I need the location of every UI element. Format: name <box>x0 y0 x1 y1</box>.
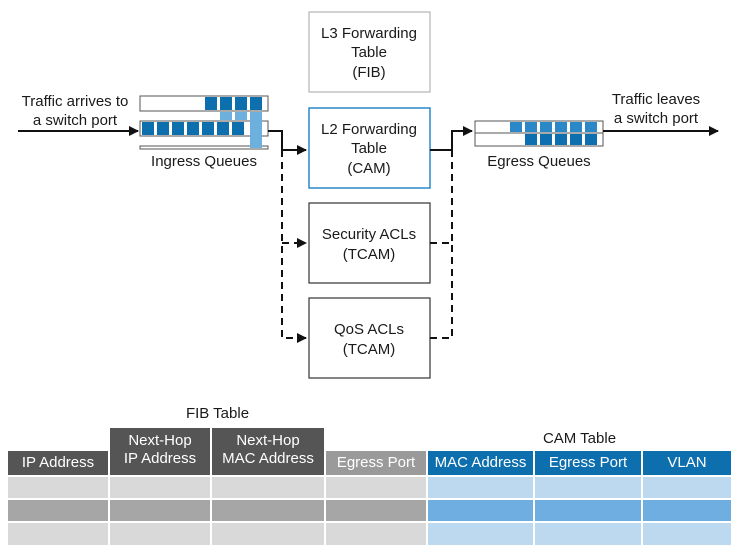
cam-header-egress-port: Egress Port <box>535 451 641 475</box>
table-cell <box>535 523 641 545</box>
egress-queues-label: Egress Queues <box>487 153 590 170</box>
fib-header-nexthop-ip-line2: IP Address <box>123 450 197 467</box>
security-to-egress-dashed <box>430 150 453 244</box>
ingress-to-l2-arrow <box>268 130 307 155</box>
traffic-out-label-2: a switch port <box>614 110 699 127</box>
l3-box-line3: (FIB) <box>352 64 385 81</box>
table-cell <box>110 500 210 521</box>
switch-forwarding-diagram: Traffic arrives to a switch port Ingress… <box>18 11 719 379</box>
cam-header-mac-address: MAC Address <box>428 451 533 475</box>
fib-header-ip-address-text: IP Address <box>21 454 95 471</box>
fib-header-nexthop-mac-line2: MAC Address <box>222 450 314 467</box>
l2-box-line2: Table <box>351 140 387 157</box>
table-cell <box>8 523 108 545</box>
cam-header-mac-address-text: MAC Address <box>434 454 527 471</box>
cam-header-vlan-text: VLAN <box>667 454 707 471</box>
table-cell <box>643 500 731 521</box>
traffic-in-label-2: a switch port <box>33 112 118 129</box>
table-cell <box>643 523 731 545</box>
qos-acl-box <box>308 297 431 379</box>
traffic-in-label-1: Traffic arrives to <box>22 93 129 110</box>
ingress-queues-label: Ingress Queues <box>151 153 257 170</box>
table-cell <box>326 477 426 498</box>
table-cell <box>535 477 641 498</box>
table-cell <box>212 500 324 521</box>
ingress-queues <box>139 95 269 150</box>
fib-header-nexthop-ip: Next-Hop IP Address <box>110 428 210 475</box>
table-cell <box>326 500 426 521</box>
security-box-line1: Security ACLs <box>322 226 416 243</box>
l3-box-line1: L3 Forwarding <box>321 25 417 42</box>
qos-box-line1: QoS ACLs <box>334 321 404 338</box>
fib-header-nexthop-mac: Next-Hop MAC Address <box>212 428 324 475</box>
table-cell <box>428 500 533 521</box>
l2-box-line1: L2 Forwarding <box>321 121 417 138</box>
table-cell <box>428 523 533 545</box>
table-cell <box>110 477 210 498</box>
l3-forwarding-box <box>308 11 431 93</box>
table-cell <box>212 477 324 498</box>
security-acl-box <box>308 202 431 284</box>
fib-table-title: FIB Table <box>185 405 250 422</box>
table-cell <box>535 500 641 521</box>
table-cell <box>8 500 108 521</box>
security-box-line2: (TCAM) <box>343 246 396 263</box>
l2-forwarding-box <box>308 107 431 189</box>
fib-header-egress-port-text: Egress Port <box>336 454 416 471</box>
cam-header-vlan: VLAN <box>643 451 731 475</box>
qos-to-egress-dashed <box>430 243 453 339</box>
table-cell <box>110 523 210 545</box>
fib-header-nexthop-ip-line1: Next-Hop <box>128 432 192 449</box>
cam-table-title: CAM Table <box>542 430 617 447</box>
l3-box-line2: Table <box>351 44 387 61</box>
table-cell <box>212 523 324 545</box>
fib-header-nexthop-mac-line1: Next-Hop <box>236 432 300 449</box>
table-cell <box>326 523 426 545</box>
table-cell <box>8 477 108 498</box>
l2-box-line3: (CAM) <box>347 160 390 177</box>
qos-box-line2: (TCAM) <box>343 341 396 358</box>
fib-header-egress-port: Egress Port <box>326 451 426 475</box>
table-cell <box>643 477 731 498</box>
cam-header-egress-port-text: Egress Port <box>548 454 628 471</box>
l2-to-egress-arrow <box>430 126 473 151</box>
traffic-out-label-1: Traffic leaves <box>612 91 700 108</box>
fib-header-ip-address: IP Address <box>8 451 108 475</box>
table-cell <box>428 477 533 498</box>
egress-queues <box>474 120 604 147</box>
